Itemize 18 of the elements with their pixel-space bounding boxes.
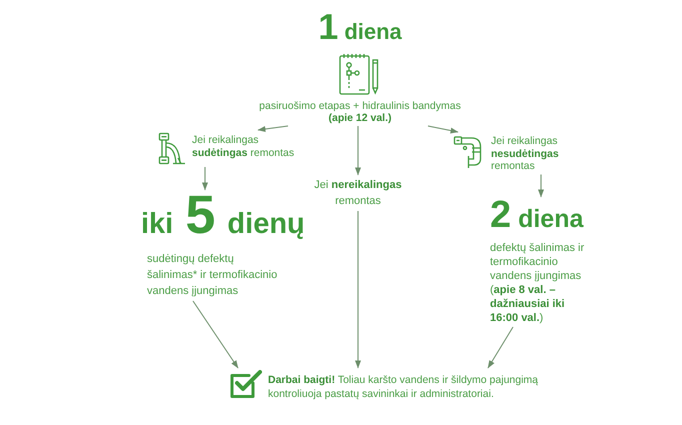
arrow [258,126,288,132]
description-text: defektų šalinimas ir termofikacinio vandens įjungimas (apie 8 val. – dažniausiai iki 16:00 val.) [490,241,586,325]
description-text: pasiruošimo etapas + hidraulinis bandymas (apie 12 val.) [258,100,462,124]
arrow [192,300,238,368]
condition-text: Jei nereikalingas remontas [313,178,403,209]
arrow [202,166,208,190]
completion-text: Darbai baigti! Toliau karšto vandens ir šildymo pajungimą kontroliuoja pastatų savininkai ir administratoriai. [268,373,540,401]
condition-text: Jei reikalingas nesudėtingas remontas [491,135,560,172]
arrow [538,174,544,198]
day-heading: iki 5 dienų [141,192,306,247]
condition-text: Jei reikalingas sudėtingas remontas [192,134,296,160]
day-heading: 2 diena [490,199,584,235]
arrow [488,326,514,368]
description-text: sudėtingų defektų šalinimas* ir termofikacinio vandens įjungimas [147,252,278,299]
arrow [355,210,361,368]
day-heading: 1 diena [318,8,402,49]
arrow [428,126,458,134]
arrow [355,126,361,176]
